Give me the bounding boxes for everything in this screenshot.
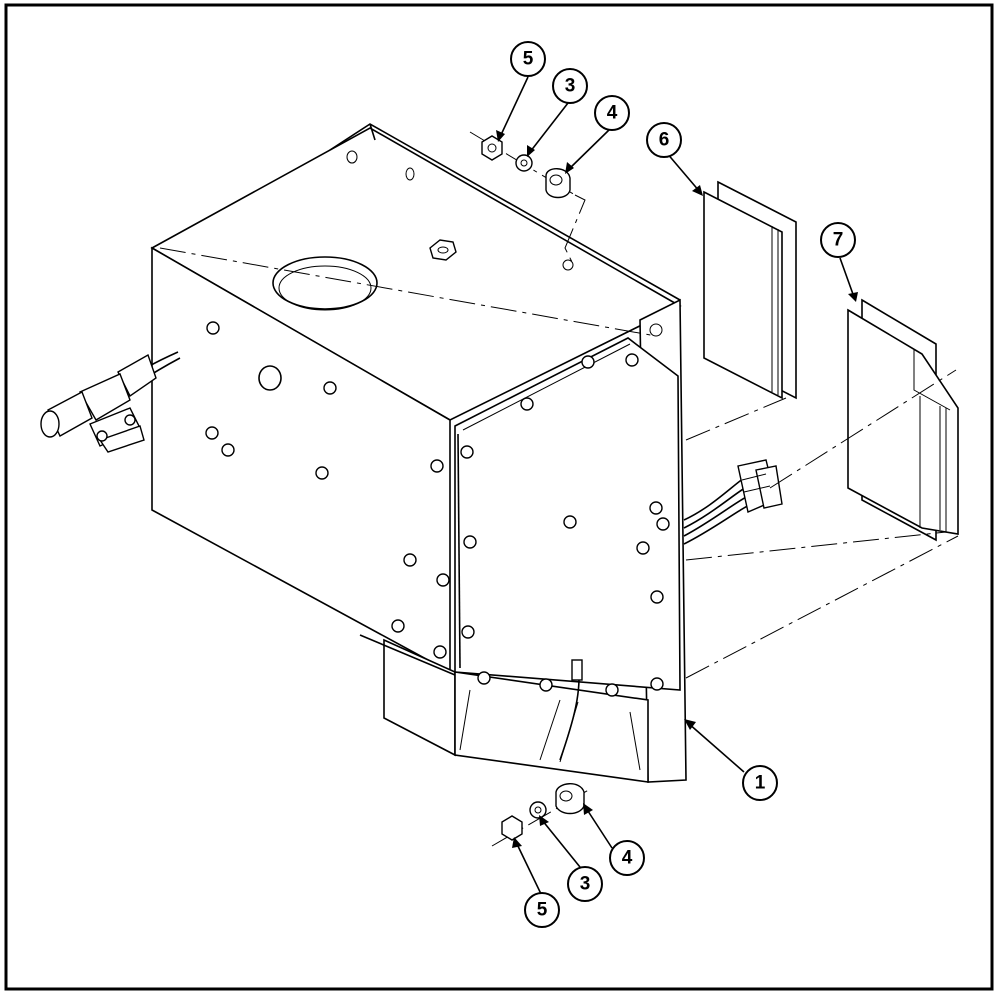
washer-3-top [515, 154, 533, 172]
callouts: 5 3 4 6 7 1 4 3 [510, 41, 856, 928]
left-connector-assembly [40, 351, 181, 453]
circuit-board-6 [703, 180, 797, 400]
svg-text:7: 7 [833, 230, 844, 251]
housing-flange-edge [369, 123, 376, 141]
tray-cable-tip [571, 659, 583, 681]
mount-hole-top-1 [346, 150, 358, 164]
tray-lip [359, 634, 456, 676]
svg-text:1: 1 [755, 773, 766, 794]
svg-text:6: 6 [659, 130, 670, 151]
front-cover-panel [454, 337, 681, 691]
tray-crease-1 [459, 689, 471, 751]
hardware-bottom [501, 783, 585, 841]
callout-4-top: 4 [594, 95, 630, 131]
left-face-bolts [205, 321, 450, 659]
front-cover-gasket [457, 433, 461, 669]
wire-harness [683, 459, 783, 545]
diagram-frame [4, 3, 994, 991]
side-hole [258, 365, 282, 391]
nut-5-top [481, 135, 503, 161]
callout-3-top: 3 [552, 68, 588, 104]
leader-lines [496, 76, 858, 897]
filler-cap-ring [278, 265, 372, 311]
callout-5-bottom: 5 [524, 892, 560, 928]
top-hex-nut-hole [437, 246, 449, 254]
nut-5-bottom [501, 815, 523, 841]
callout-6: 6 [646, 122, 682, 158]
callout-7: 7 [820, 222, 856, 258]
mount-hole-rear [649, 323, 663, 337]
svg-text:3: 3 [580, 874, 591, 895]
top-hex-nut [429, 239, 457, 261]
svg-text:5: 5 [537, 900, 548, 921]
svg-text:4: 4 [607, 103, 618, 124]
svg-text:5: 5 [523, 49, 534, 70]
mount-hole-top-2 [405, 167, 415, 181]
callout-4-bottom: 4 [609, 840, 645, 876]
grommet-4-bottom [555, 783, 585, 815]
callout-5-top: 5 [510, 41, 546, 77]
housing-assembly [150, 123, 687, 783]
mount-hole-top-3 [562, 259, 574, 271]
washer-3-bottom [529, 801, 547, 819]
front-cover-bolts [460, 353, 670, 697]
callout-3-bottom: 3 [567, 866, 603, 902]
circuit-board-7 [847, 298, 959, 542]
tray-crease-4 [629, 711, 641, 771]
front-cover-gasket-edge [462, 343, 631, 431]
tray-crease-2 [539, 699, 561, 761]
svg-text:3: 3 [565, 76, 576, 97]
svg-text:4: 4 [622, 848, 633, 869]
callout-1: 1 [742, 765, 778, 801]
hardware-top [481, 135, 571, 199]
